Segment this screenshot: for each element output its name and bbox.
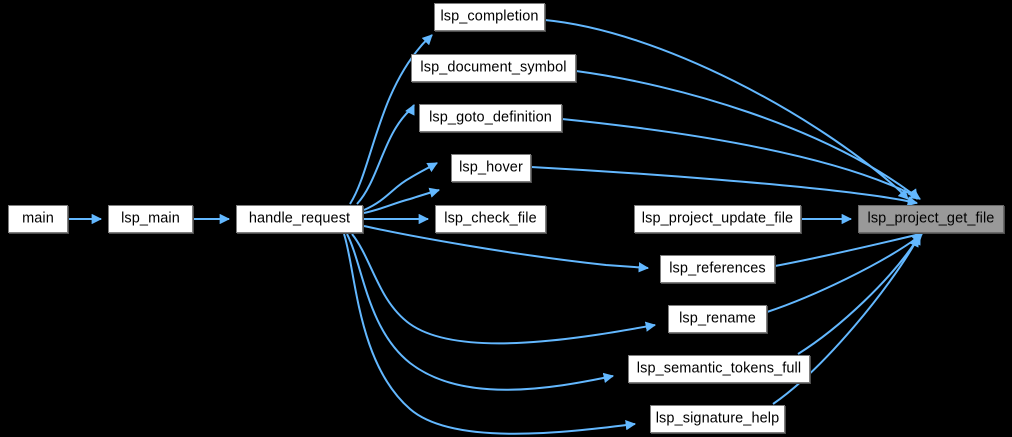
node-lsp_hover[interactable]: lsp_hover — [451, 154, 531, 182]
edge-lsp_goto_definition-to-lsp_project_get_file — [561, 118, 921, 200]
node-label: lsp_rename — [679, 310, 756, 327]
edge-lsp_completion-to-lsp_project_get_file — [544, 19, 909, 200]
node-lsp_completion[interactable]: lsp_completion — [434, 3, 545, 31]
node-main[interactable]: main — [8, 205, 68, 233]
node-lsp_semantic_tokens_full[interactable]: lsp_semantic_tokens_full — [628, 355, 810, 383]
node-label: handle_request — [248, 210, 351, 227]
edge-lsp_rename-to-lsp_project_get_file — [766, 233, 923, 313]
node-lsp_references[interactable]: lsp_references — [660, 255, 775, 283]
node-lsp_goto_definition[interactable]: lsp_goto_definition — [419, 104, 562, 132]
node-lsp_document_symbol[interactable]: lsp_document_symbol — [411, 54, 576, 82]
node-label: lsp_goto_definition — [429, 109, 552, 126]
edge-lsp_hover-to-lsp_project_get_file — [530, 166, 919, 207]
edge-handle_request-to-lsp_completion — [349, 34, 433, 205]
node-label: lsp_project_get_file — [867, 210, 995, 227]
node-label: lsp_document_symbol — [420, 59, 567, 76]
node-label: lsp_main — [121, 210, 180, 227]
edge-lsp_signature_help-to-lsp_project_get_file — [772, 236, 919, 405]
node-label: lsp_completion — [440, 8, 539, 25]
edge-handle_request-to-lsp_semantic_tokens_full — [346, 233, 615, 391]
node-label: lsp_signature_help — [655, 410, 780, 427]
node-lsp_signature_help[interactable]: lsp_signature_help — [650, 405, 785, 433]
node-label: lsp_references — [669, 260, 766, 277]
node-lsp_project_get_file[interactable]: lsp_project_get_file — [858, 205, 1004, 233]
node-label: lsp_hover — [459, 159, 523, 176]
edge-lsp_document_symbol-to-lsp_project_get_file — [575, 70, 918, 200]
node-label: lsp_check_file — [444, 210, 537, 227]
edge-lsp_semantic_tokens_full-to-lsp_project_get_file — [797, 234, 921, 355]
edge-handle_request-to-lsp_signature_help — [343, 233, 637, 435]
node-lsp_main[interactable]: lsp_main — [108, 205, 193, 233]
edge-handle_request-to-lsp_goto_definition — [363, 162, 438, 211]
edge-handle_request-to-lsp_rename — [351, 233, 657, 345]
node-lsp_check_file[interactable]: lsp_check_file — [435, 205, 546, 233]
edge-handle_request-to-lsp_document_symbol — [356, 104, 415, 205]
node-handle_request[interactable]: handle_request — [236, 205, 363, 233]
edge-handle_request-to-lsp_hover — [363, 187, 440, 214]
node-lsp_project_update_file[interactable]: lsp_project_update_file — [634, 205, 801, 233]
edge-handle_request-to-lsp_references — [363, 225, 650, 273]
node-label: lsp_project_update_file — [641, 210, 794, 227]
node-lsp_rename[interactable]: lsp_rename — [668, 305, 767, 333]
node-label: lsp_semantic_tokens_full — [636, 360, 802, 377]
node-label: main — [22, 210, 54, 227]
